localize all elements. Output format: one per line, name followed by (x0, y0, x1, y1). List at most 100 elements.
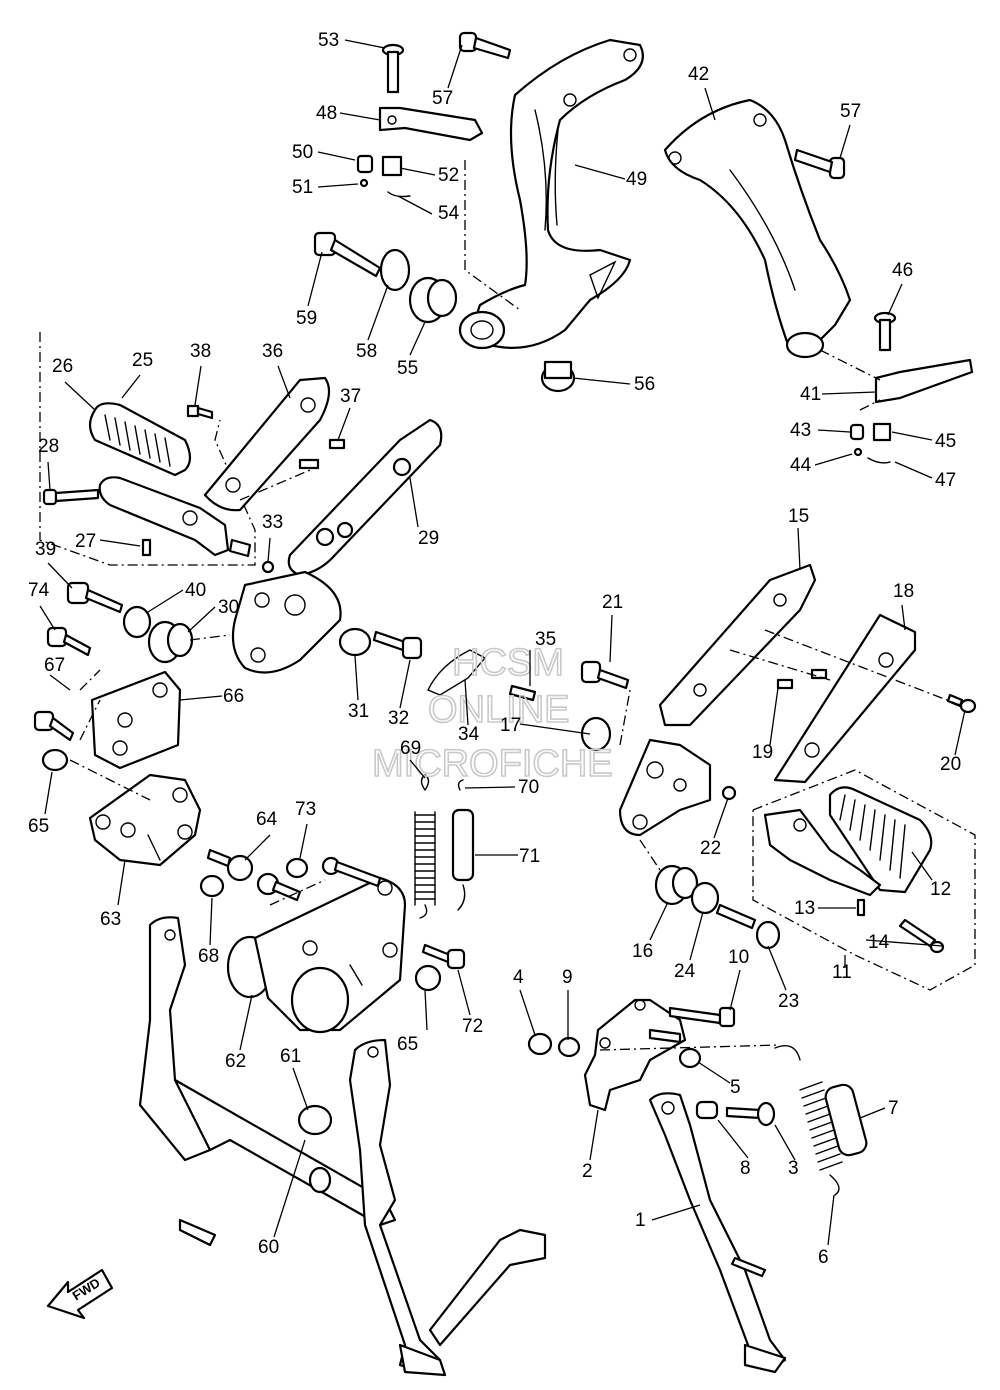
plate-45 (872, 422, 892, 442)
callout: 43 (790, 420, 851, 441)
callout: 34 (458, 679, 480, 745)
callout: 55 (397, 321, 426, 379)
callout: 14 (865, 932, 943, 953)
callout-number: 14 (868, 932, 890, 953)
callout-leader-line (179, 695, 223, 701)
callout: 45 (891, 431, 956, 452)
pin-53 (381, 43, 405, 94)
callout-number: 67 (44, 655, 65, 676)
spring-69 (414, 774, 436, 919)
callout-number: 36 (262, 341, 283, 362)
callout: 24 (674, 911, 704, 982)
callout: 67 (44, 655, 71, 691)
callout-number: 43 (790, 420, 811, 441)
callout-leader-line (409, 477, 419, 528)
callout: 49 (574, 164, 647, 190)
callout-leader-line (187, 606, 216, 633)
screw-27 (141, 538, 152, 557)
callout-number: 56 (634, 374, 655, 395)
callout-leader-line (859, 1107, 886, 1119)
callout-leader-line (729, 969, 741, 1011)
callout-number: 57 (840, 101, 861, 122)
callout-leader-line (839, 124, 851, 159)
callout-leader-line (717, 1119, 749, 1159)
callout-leader-line (399, 167, 436, 176)
footrest-rubber-12 (828, 786, 933, 894)
callout-number: 73 (295, 799, 316, 820)
spring-50 (356, 154, 374, 174)
callout-number: 6 (818, 1247, 829, 1268)
callout: 12 (911, 851, 951, 900)
bolt-64-upper (206, 848, 254, 882)
assembly-line (639, 839, 661, 871)
callout-leader-line (464, 679, 469, 726)
bush-17 (580, 716, 612, 752)
bush-31 (338, 627, 372, 657)
callout-leader-line (447, 44, 463, 89)
assembly-line (464, 160, 521, 311)
watermark-line-3: MICROFICHE (372, 743, 613, 785)
bush-30 (147, 620, 194, 664)
callout-leader-line (147, 589, 184, 613)
callout-number: 38 (190, 341, 211, 362)
callout: 32 (388, 659, 411, 729)
callout-leader-line (317, 151, 356, 161)
callout-leader-line (464, 786, 516, 789)
callout-leader-line (954, 709, 966, 756)
callout: 16 (632, 901, 669, 962)
callout-number: 10 (728, 947, 749, 968)
callout-number: 34 (458, 724, 480, 745)
callout: 20 (940, 709, 966, 775)
callout: 40 (147, 580, 206, 613)
callout-leader-line (47, 562, 73, 589)
callout: 61 (280, 1046, 309, 1111)
callout: 42 (688, 64, 716, 121)
callout: 23 (767, 945, 799, 1012)
assembly-line (729, 649, 831, 681)
callout: 1 (635, 1204, 701, 1231)
callout-leader-line (651, 1204, 701, 1221)
callout: 39 (35, 539, 73, 589)
footrest-plate-15 (658, 563, 828, 727)
callout: 66 (179, 686, 244, 707)
callout-number: 58 (356, 341, 377, 362)
callout-leader-line (572, 377, 631, 385)
callout-leader-line (277, 365, 291, 399)
nut-65-left (41, 748, 69, 772)
bolt-23 (715, 903, 781, 950)
callout: 22 (700, 797, 729, 859)
bolt-35 (508, 684, 537, 702)
callout-number: 27 (75, 531, 96, 552)
callout: 63 (100, 859, 126, 930)
callout: 57 (839, 101, 861, 159)
rear-footrest-bracket-right (663, 98, 852, 359)
callout-number: 37 (340, 386, 361, 407)
plate-18 (773, 613, 917, 784)
plate-36 (203, 376, 346, 512)
callout: 3 (774, 1124, 799, 1179)
callout-number: 74 (28, 580, 50, 601)
callout: 53 (318, 30, 386, 51)
callout: 57 (432, 44, 463, 109)
assembly-line (819, 349, 881, 381)
callout-leader-line (827, 1194, 835, 1246)
nut-65-right (414, 964, 442, 992)
callout-number: 7 (888, 1098, 899, 1119)
callout: 51 (292, 177, 359, 198)
callout-leader-line (244, 834, 271, 861)
spring-43 (849, 423, 865, 441)
footrest-rubber-26 (88, 402, 192, 477)
callout-leader-line (409, 759, 426, 779)
callout-leader-line (689, 911, 704, 961)
callout: 71 (475, 846, 540, 867)
ball-51 (359, 178, 369, 188)
callout: 50 (292, 142, 356, 163)
callout: 47 (894, 461, 956, 491)
stopper-61 (297, 1104, 333, 1136)
watermark: HCSM ONLINE MICROFICHE (371, 641, 613, 786)
callout-leader-line (713, 797, 729, 839)
callout: 18 (893, 581, 914, 631)
callout: 26 (52, 356, 96, 411)
callout-leader-line (64, 381, 96, 411)
callout-number: 20 (940, 754, 961, 775)
